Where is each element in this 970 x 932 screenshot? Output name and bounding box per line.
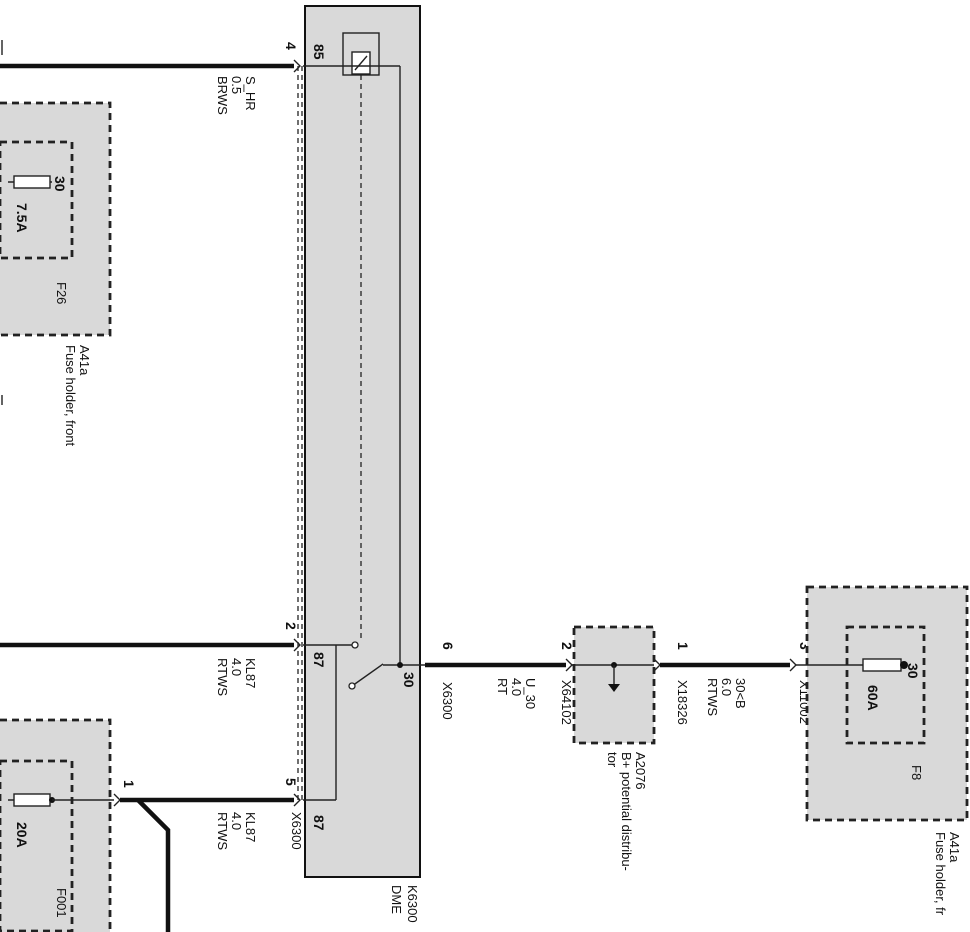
distributor-desc-line2: tor [605, 752, 620, 768]
fuse-f8-pin: 30 [905, 663, 921, 679]
relay-switch-pivot [348, 682, 356, 690]
wire-size: 4.0 [229, 812, 244, 830]
relay-pin-6: 6 [440, 642, 456, 650]
relay-coil-diag [354, 55, 368, 71]
connector-chevron [789, 658, 797, 672]
fuse-f8-box [845, 625, 926, 745]
wire-pin: 5 [283, 778, 299, 786]
fuse-f001-box [0, 759, 74, 932]
connector-chevron [293, 638, 301, 652]
wire-color: RTWS [705, 678, 720, 716]
wire-color: RTWS [215, 658, 230, 696]
relay-k6300: 85 87 87 30 [297, 5, 425, 878]
distributor-arrow [608, 684, 620, 692]
fuse-holder-border [0, 101, 112, 337]
connector-chevron [293, 793, 301, 807]
fuse-holder-right-desc: Fuse holder, fr [933, 832, 948, 916]
connector-chevron [293, 59, 301, 73]
fuse-holder-right-pin: 3 [797, 642, 813, 650]
fuse-holder-front-lower: 20A F001 [0, 718, 112, 932]
fuse-holder-front-id: A41a [77, 345, 92, 376]
wire-pin: 4 [283, 42, 299, 50]
distributor-connector-right: X18326 [675, 680, 690, 725]
fuse-holder-border [805, 585, 969, 822]
fuse-f8-name: F8 [909, 765, 924, 780]
connector-chevron [113, 793, 121, 807]
wire-name: KL87 [243, 812, 258, 842]
relay-pin-85: 85 [311, 44, 327, 60]
wire-name: 30<B [733, 678, 748, 709]
wire-size: 4.0 [509, 678, 524, 696]
fuse-f001-symbol [13, 793, 51, 807]
fuse-f001-name: F001 [54, 888, 69, 918]
wire-size: 0.5 [229, 76, 244, 94]
wire-size: 4.0 [229, 658, 244, 676]
relay-switch-blade [351, 663, 384, 687]
fuse-holder-right: 30 60A F8 [796, 585, 969, 822]
wire-pin: 1 [121, 780, 137, 788]
relay-pin-30: 30 [401, 672, 417, 688]
junction-dot [900, 661, 908, 669]
wire-color: RTWS [215, 812, 230, 850]
junction-dot [397, 662, 403, 668]
wire-size: 6.0 [719, 678, 734, 696]
wire-kl87-mid: 2 KL87 4.0 RTWS [0, 622, 301, 696]
relay-box [304, 5, 421, 878]
relay-desc: DME [389, 885, 404, 914]
relay-connector-lower: X6300 [289, 812, 304, 850]
fuse-holder-front-upper: 30 7.5A F26 [0, 101, 112, 337]
fuse-f8-rating: 60A [865, 685, 881, 711]
fuse-f8-symbol [862, 658, 902, 672]
wire-name: S_HR [243, 76, 258, 111]
relay-connector-upper: X6300 [440, 682, 455, 720]
distributor-connector-left: X64102 [559, 680, 574, 725]
fuse-f26-name: F26 [54, 282, 69, 304]
wire-u30: 6 X6300 U_30 4.0 RT [425, 642, 573, 720]
fuse-f26-symbol [13, 175, 51, 189]
relay-name: K6300 [405, 885, 420, 923]
relay-pin-87-mid: 87 [311, 652, 327, 668]
wire-name: KL87 [243, 658, 258, 688]
relay-pin-87-low: 87 [311, 815, 327, 831]
distributor-pin-right: 1 [675, 642, 691, 650]
fuse-f26-box [0, 140, 74, 260]
wire-s-hr: 4 S_HR 0.5 BRWS [0, 42, 301, 115]
wire-pin: 2 [283, 622, 299, 630]
wire-color: RT [495, 678, 510, 695]
fuse-holder-front-desc: Fuse holder, front [63, 345, 78, 447]
fuse-holder-right-id: A41a [947, 832, 962, 863]
wire-branch [136, 798, 171, 932]
fuse-f26-pin: 30 [52, 176, 68, 192]
fuse-holder-border [0, 718, 112, 932]
distributor-id: A2076 [633, 752, 648, 790]
distributor-pin-left: 2 [559, 642, 575, 650]
fuse-holder-panel [807, 587, 967, 820]
wire-name: U_30 [523, 678, 538, 709]
wire-kl87-low: 1 5 KL87 4.0 RTWS X6300 [52, 778, 304, 932]
distributor-desc-line1: B+ potential distribu- [619, 752, 634, 871]
distributor-border [572, 625, 656, 745]
connector-chevron [565, 658, 573, 672]
fuse-f26-rating: 7.5A [14, 203, 30, 233]
wire-color: BRWS [215, 76, 230, 115]
wire-30b: 1 X18326 30<B 6.0 RTWS 3 X11002 [653, 642, 813, 725]
connector-chevron [653, 658, 661, 672]
distributor-a2076: 2 X64102 [559, 625, 656, 745]
fuse-holder-panel [0, 720, 110, 932]
fuse-f001-rating: 20A [14, 822, 30, 848]
relay-87-contact [351, 641, 359, 649]
